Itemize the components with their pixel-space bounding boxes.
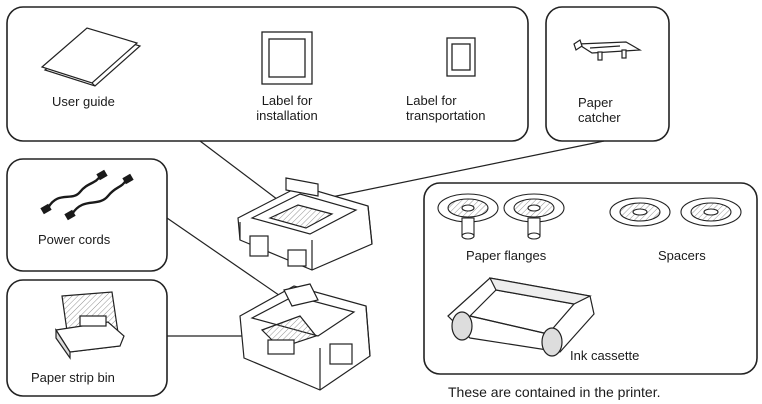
paper-catcher-line2: catcher <box>578 110 621 125</box>
power-cords-label: Power cords <box>38 232 111 247</box>
label-transportation-line2: transportation <box>406 108 486 123</box>
label-transportation-text: Label for transportation <box>406 93 486 123</box>
power-cords-box <box>6 158 168 272</box>
paper-strip-bin-label: Paper strip bin <box>31 370 115 385</box>
ink-cassette-label: Ink cassette <box>570 348 640 363</box>
label-sheet-icon <box>261 31 313 85</box>
power-cord-icon <box>40 169 134 221</box>
paper-strip-bin-icon <box>55 291 125 360</box>
paper-catcher-text: Paper catcher <box>578 95 621 125</box>
packaging-tray-upper-icon <box>237 177 373 271</box>
packaging-tray-lower-icon <box>239 283 371 391</box>
label-installation-line1: Label for <box>261 93 313 108</box>
printer-contents-note: These are contained in the printer. <box>448 384 661 400</box>
paper-flange-icon <box>437 193 565 240</box>
user-guide-label: User guide <box>52 94 115 109</box>
paper-flanges-label: Paper flanges <box>466 248 547 263</box>
paper-catcher-box <box>545 6 670 142</box>
printer-contents-box <box>423 182 758 375</box>
spacers-label: Spacers <box>658 248 706 263</box>
paper-catcher-icon <box>573 39 643 61</box>
label-transportation-line1: Label for <box>406 93 457 108</box>
label-installation-text: Label for installation <box>232 93 342 123</box>
paper-strip-bin-box <box>6 279 168 397</box>
booklet-icon <box>40 27 142 87</box>
paper-catcher-line1: Paper <box>578 95 613 110</box>
spacer-icon <box>609 197 742 227</box>
ink-cassette-icon <box>447 277 595 357</box>
small-label-icon <box>446 37 476 77</box>
top-items-box <box>6 6 529 142</box>
label-installation-line2: installation <box>256 108 318 123</box>
